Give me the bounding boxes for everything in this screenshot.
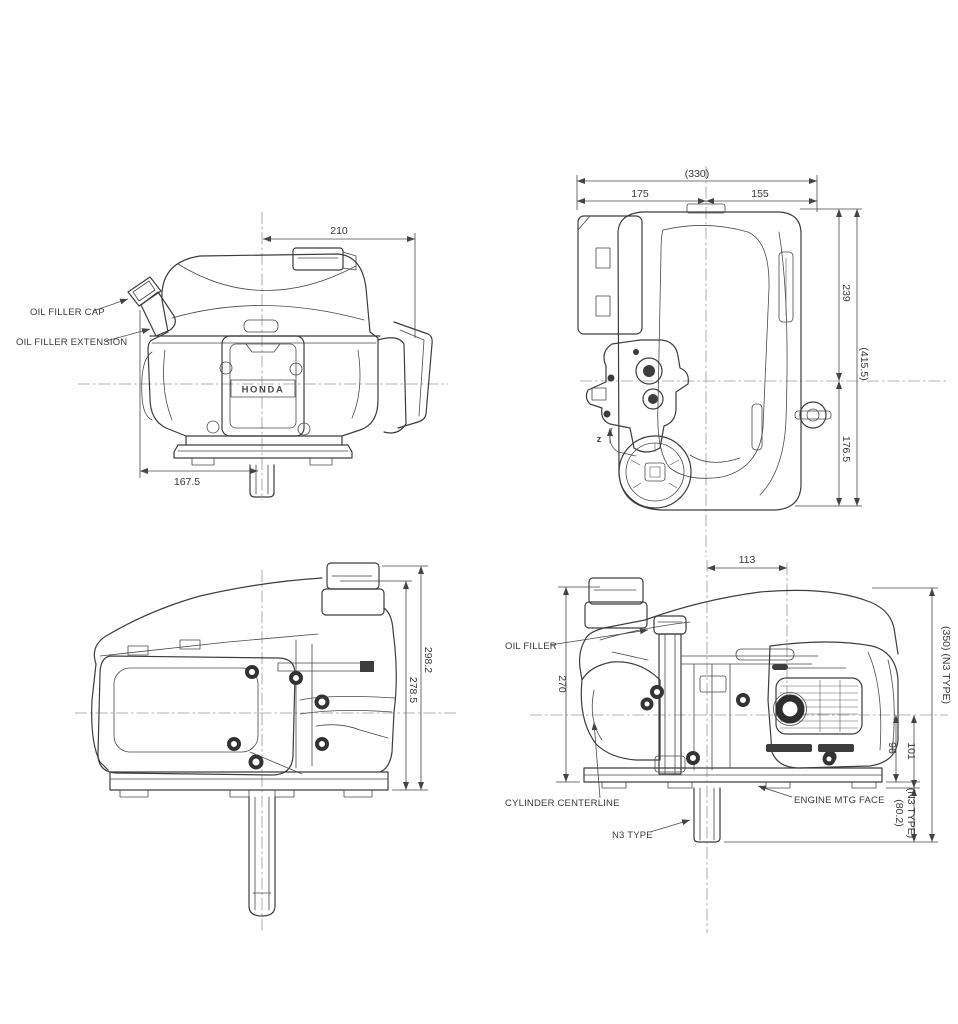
front-view: HONDA 210 167.5 OIL FILLER CAP OIL	[16, 212, 448, 500]
callout-n3-type: N3 TYPE	[612, 830, 653, 841]
dim-298-2: 298.2	[422, 647, 434, 673]
dim-415-5: (415.5)	[858, 347, 870, 380]
z-axis-marker: z	[597, 434, 602, 444]
left-side-view-engine-outline	[91, 562, 397, 917]
honda-logo: HONDA	[242, 385, 285, 396]
dim-113: 113	[739, 554, 756, 566]
top-view-engine-outline	[577, 203, 832, 511]
right-side-view-dimensions: 113 270 96 101 (80.2) (N3 TYPE) (350) (N…	[505, 554, 952, 843]
dim-270: 270	[556, 675, 568, 693]
dim-96: 96	[886, 742, 898, 754]
dim-80-2-note: (N3 TYPE)	[905, 788, 917, 839]
top-view-dimensions: (330) 175 155 239 176.5 (415.5) z	[576, 168, 870, 507]
dim-80-2: (80.2)	[893, 799, 905, 826]
dim-176-5: 176.5	[840, 436, 852, 462]
dim-330: (330)	[685, 168, 710, 180]
front-view-engine-outline: HONDA	[127, 247, 433, 498]
callout-oil-filler-cap: OIL FILLER CAP	[30, 307, 105, 318]
top-view: (330) 175 155 239 176.5 (415.5) z	[576, 166, 948, 557]
callout-cylinder-centerline: CYLINDER CENTERLINE	[505, 798, 620, 809]
dim-278-5: 278.5	[407, 677, 419, 703]
dim-175: 175	[631, 188, 649, 200]
callout-oil-filler-extension: OIL FILLER EXTENSION	[16, 337, 127, 348]
left-side-view: 278.5 298.2	[75, 562, 458, 933]
right-side-view-engine-outline	[578, 577, 899, 843]
dim-239: 239	[840, 284, 852, 302]
left-side-view-dimensions: 278.5 298.2	[340, 565, 434, 791]
right-side-view: 113 270 96 101 (80.2) (N3 TYPE) (350) (N…	[505, 554, 952, 933]
dim-350-n3: (350) (N3 TYPE)	[940, 626, 952, 704]
dim-101: 101	[905, 742, 917, 760]
dim-210: 210	[330, 225, 348, 237]
dim-155: 155	[751, 188, 769, 200]
front-view-dimensions: 210 167.5 OIL FILLER CAP OIL FILLER EXTE…	[16, 225, 416, 488]
callout-engine-mtg-face: ENGINE MTG FACE	[794, 795, 885, 806]
dim-167-5: 167.5	[174, 476, 200, 488]
callout-oil-filler: OIL FILLER	[505, 641, 557, 652]
